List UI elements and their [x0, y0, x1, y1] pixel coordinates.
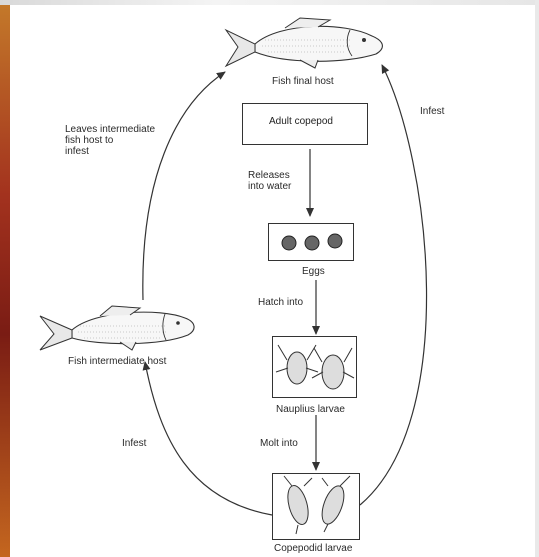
leaves-label: Leaves intermediate fish host to infest [65, 124, 155, 157]
fish-intermediate-host-label: Fish intermediate host [68, 356, 166, 367]
adult-copepod-box: Adult copepod [242, 103, 368, 145]
nauplius-larvae-label: Nauplius larvae [276, 404, 345, 415]
releases-label: Releases into water [248, 170, 291, 192]
hatch-label: Hatch into [258, 297, 303, 308]
adult-copepod-label: Adult copepod [269, 116, 333, 127]
infest-left-label: Infest [122, 438, 146, 449]
copepodid-larvae-label: Copepodid larvae [274, 543, 352, 554]
eggs-box [268, 223, 354, 261]
arrow-infest-right [360, 65, 427, 505]
eggs-label: Eggs [302, 266, 325, 277]
infest-right-label: Infest [420, 106, 444, 117]
arrow-leaves-to-final [143, 72, 225, 300]
fish-intermediate-host-icon [40, 306, 194, 350]
molt-label: Molt into [260, 438, 298, 449]
fish-final-host-label: Fish final host [272, 76, 334, 87]
arrow-infest-left [145, 362, 272, 515]
nauplius-larvae-box [272, 336, 357, 398]
copepodid-larvae-box [272, 473, 360, 540]
fish-final-host-icon [226, 18, 382, 68]
